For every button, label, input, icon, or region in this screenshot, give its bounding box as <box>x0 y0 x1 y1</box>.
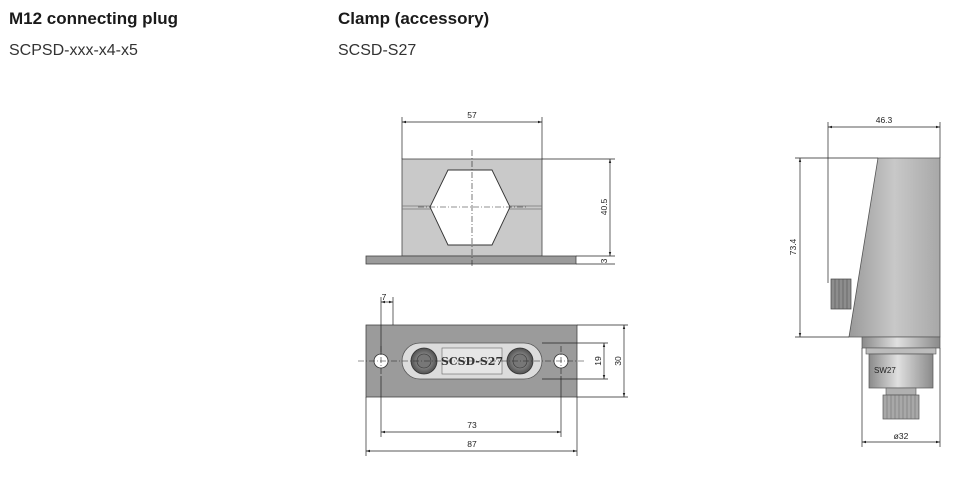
clamp-base-plate <box>365 255 577 265</box>
dim-clamp-width: 57 <box>467 110 477 120</box>
clamp-engraving: SCSD-S27 <box>441 355 503 368</box>
plug-code: SCPSD-xxx-x4-x5 <box>9 42 138 59</box>
sensor-side-view: SW27 46.3 73.4 ø32 <box>788 115 941 447</box>
dim-clamp-depth: 30 <box>613 356 623 366</box>
dim-hole-pitch: 73 <box>467 420 477 430</box>
dim-sensor-width: 46.3 <box>876 115 893 125</box>
sensor-flange <box>861 336 941 349</box>
m12-plug-thread <box>882 394 920 420</box>
clamp-top-view: SCSD-S27 7 19 30 73 87 <box>358 292 628 456</box>
plug-title: M12 connecting plug <box>9 9 179 28</box>
dim-clamp-length: 87 <box>467 439 477 449</box>
dim-sensor-diameter: ø32 <box>894 431 909 441</box>
sensor-hex-nut <box>868 353 934 389</box>
dim-hole-offset: 7 <box>382 292 387 302</box>
side-connector <box>830 278 852 310</box>
dim-slot-width: 19 <box>593 356 603 366</box>
clamp-code: SCSD-S27 <box>338 42 417 59</box>
dim-clamp-height: 40.5 <box>599 198 609 215</box>
sensor-housing <box>848 157 941 338</box>
clamp-front-view: 57 40.5 3 <box>365 110 615 268</box>
wrench-size-label: SW27 <box>874 366 896 375</box>
clamp-title: Clamp (accessory) <box>338 9 490 28</box>
dim-sensor-height: 73.4 <box>788 238 798 255</box>
dim-base-thickness: 3 <box>599 258 609 263</box>
